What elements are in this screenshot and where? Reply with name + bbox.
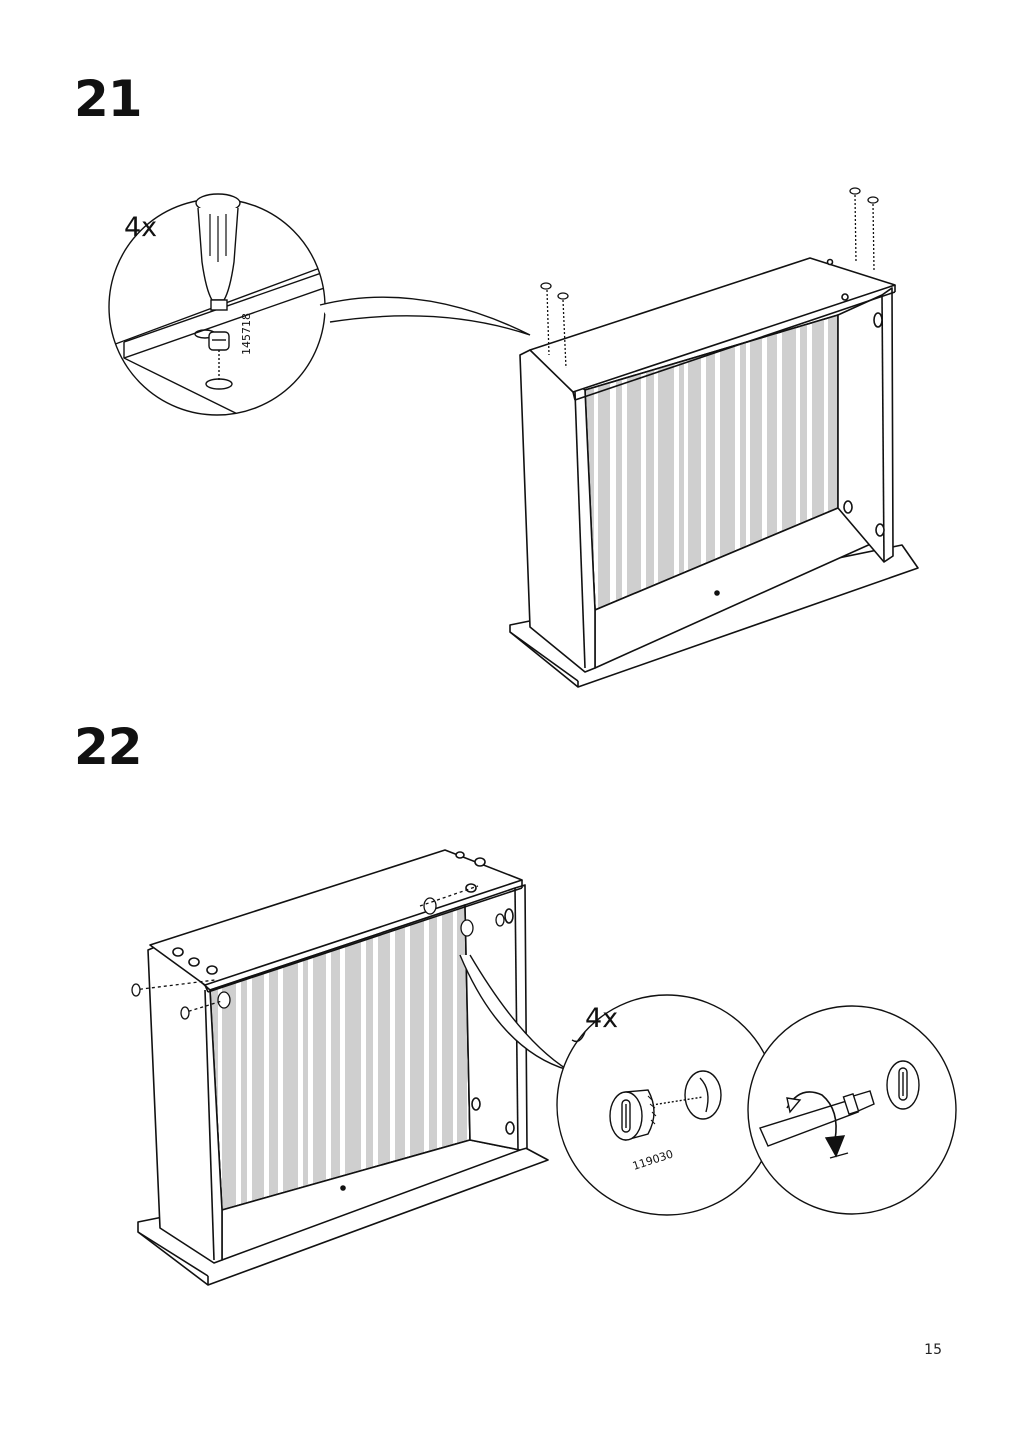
step22-quantity: 4x bbox=[585, 1003, 618, 1034]
step22-detail-callout-b bbox=[747, 1005, 957, 1215]
step-number-21: 21 bbox=[74, 70, 143, 128]
step-number-22: 22 bbox=[74, 718, 143, 776]
top-dowels bbox=[540, 187, 879, 369]
step21-detail-callout: 4x 145718 bbox=[108, 193, 531, 416]
cam-lock-icon bbox=[609, 1089, 657, 1141]
step22-detail-callout-a: 119030 bbox=[556, 994, 778, 1216]
step22-cabinet bbox=[131, 849, 549, 1286]
step21-cabinet bbox=[509, 187, 919, 688]
dowel-peg-icon bbox=[195, 193, 241, 380]
step21-part-number: 145718 bbox=[240, 313, 253, 355]
page-number: 15 bbox=[924, 1342, 942, 1358]
step21-quantity: 4x bbox=[124, 212, 157, 243]
cam-lock-markers bbox=[131, 885, 505, 1020]
